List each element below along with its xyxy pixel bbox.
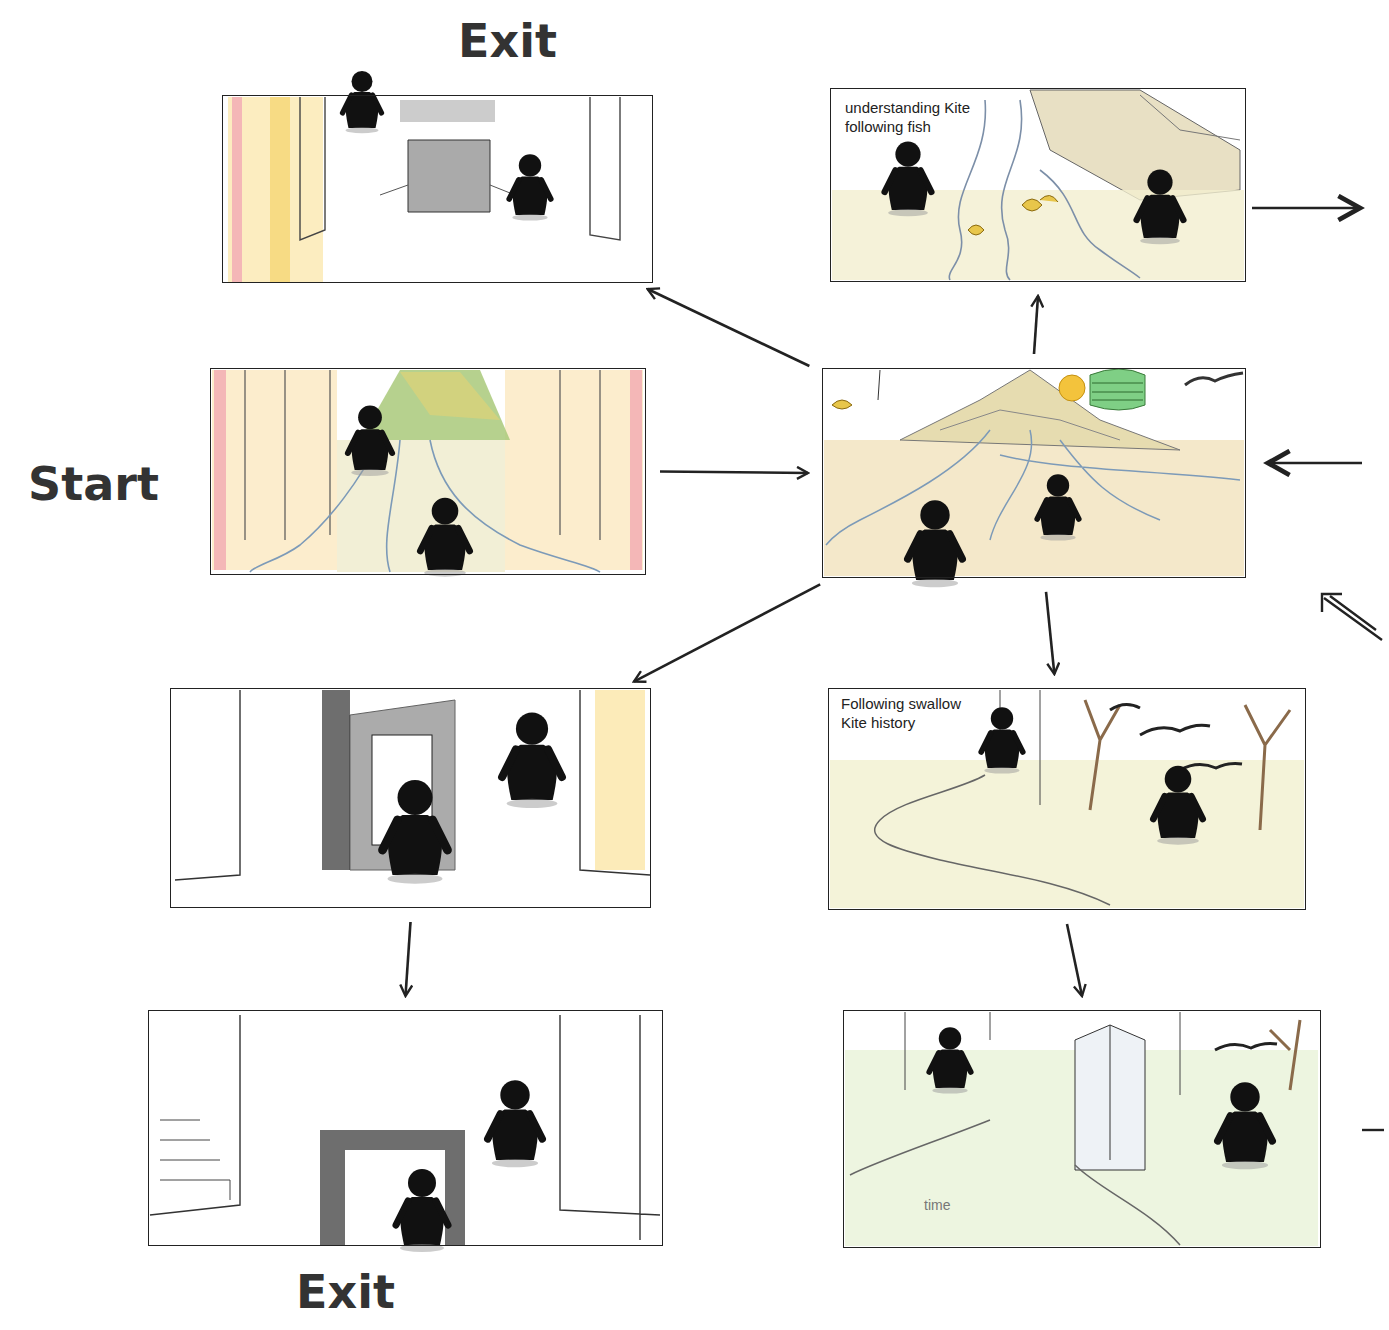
panel-heading: Exit [89, 1265, 602, 1319]
storyboard-panel: Start [210, 368, 646, 575]
storyboard-panel: understanding Kite following fish [830, 88, 1246, 282]
panel-heading: Start [11, 457, 176, 511]
flow-arrow [1034, 296, 1038, 354]
panel-note: understanding Kite following fish [845, 99, 985, 137]
storyboard-panel [170, 688, 651, 908]
flow-arrow [660, 472, 808, 474]
storyboard-panel: Exit [222, 95, 653, 283]
storyboard-panel: time [843, 1010, 1321, 1248]
flow-arrow [1046, 592, 1054, 674]
panel-heading: Exit [293, 14, 722, 68]
flow-arrow [406, 922, 411, 996]
flow-arrow [634, 584, 820, 681]
storyboard-panel: Following swallow Kite history [828, 688, 1306, 910]
flow-arrow [648, 289, 810, 366]
panel-note: time [924, 1197, 1004, 1215]
panel-note: Following swallow Kite history [841, 695, 991, 733]
flow-arrow [1067, 924, 1082, 996]
storyboard-panel [822, 368, 1246, 578]
storyboard-panel: Exit [148, 1010, 663, 1246]
